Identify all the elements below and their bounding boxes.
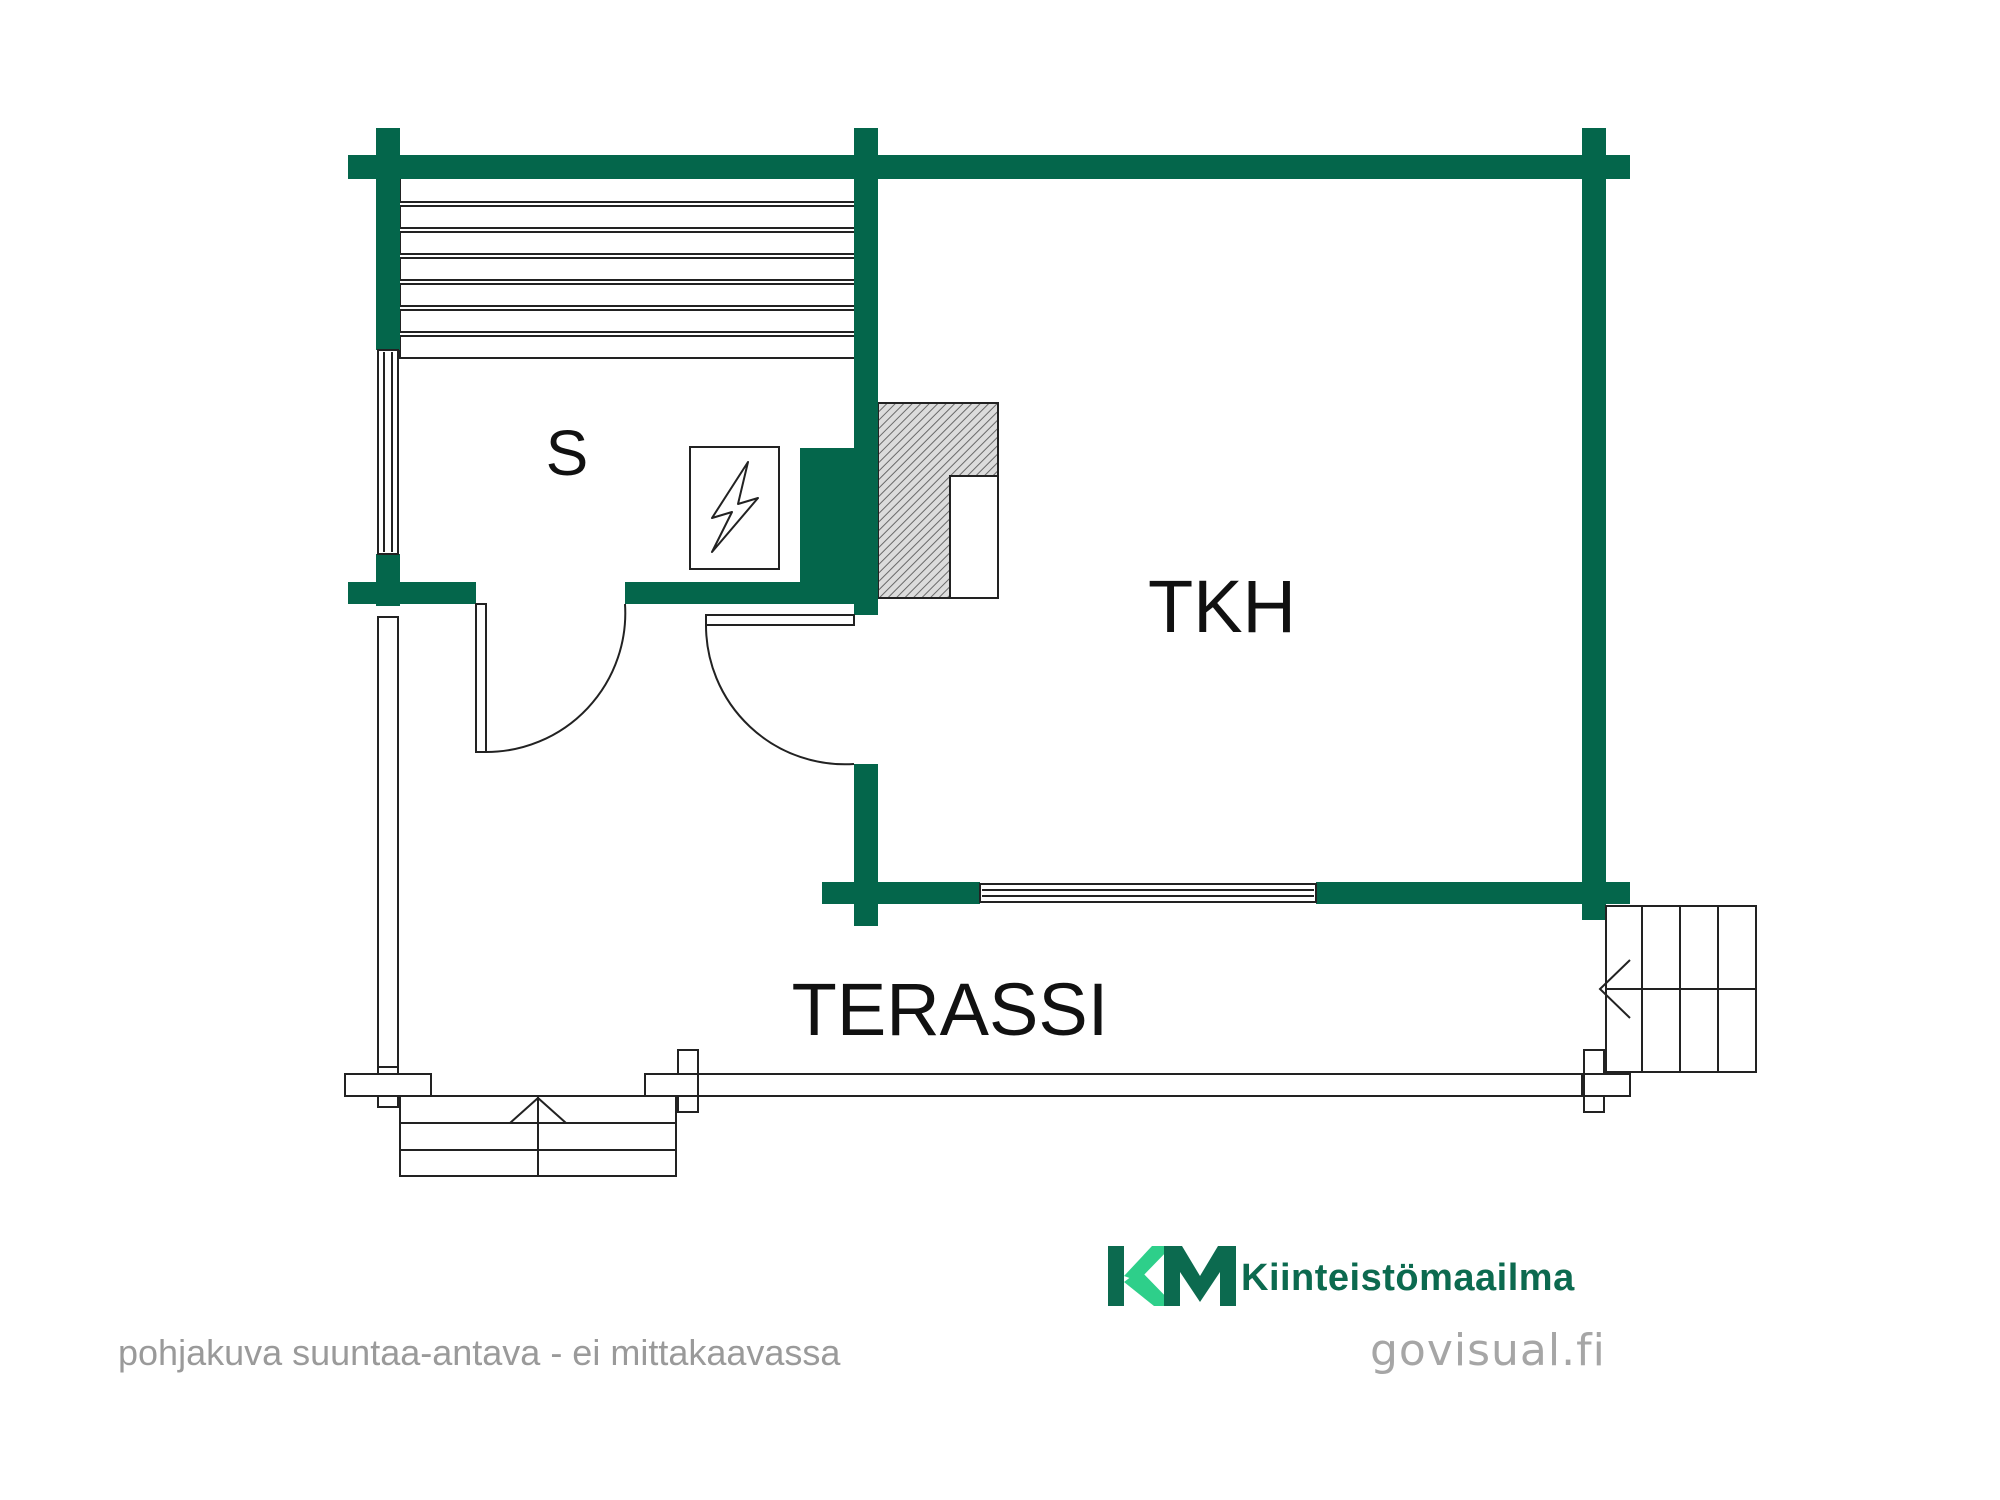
credit-text: govisual.fi — [1370, 1325, 1606, 1376]
door-tkh — [704, 614, 855, 766]
room-label-sauna: S — [546, 417, 589, 489]
walls — [348, 128, 1630, 926]
brand-name: Kiinteistömaailma — [1241, 1257, 1575, 1299]
arrow-up-icon — [509, 1096, 567, 1124]
side-stairs — [1598, 905, 1757, 1073]
sauna-benches — [399, 177, 857, 359]
km-logo-icon — [1108, 1246, 1236, 1306]
disclaimer-note: pohjakuva suuntaa-antava - ei mittakaava… — [118, 1332, 841, 1373]
window-sauna — [377, 349, 399, 555]
terrace-railings — [344, 616, 1631, 1113]
fireplace — [877, 402, 999, 599]
brand: Kiinteistömaailma — [1105, 1245, 1605, 1315]
sauna-stove — [689, 446, 780, 570]
lightning-bolt-icon — [711, 461, 759, 553]
window-tkh — [979, 883, 1317, 903]
arrow-left-icon — [1598, 959, 1631, 1019]
room-label-terassi: TERASSI — [792, 968, 1109, 1051]
door-sauna — [475, 603, 627, 754]
entry-steps — [399, 1095, 677, 1177]
room-label-tkh: TKH — [1148, 565, 1296, 648]
